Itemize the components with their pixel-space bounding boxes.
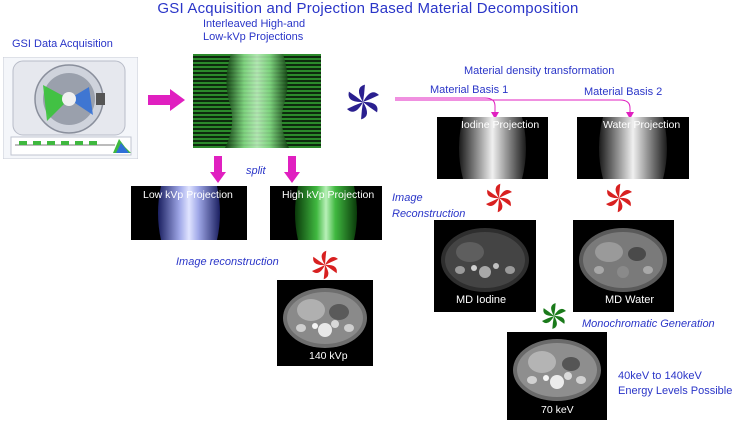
image-reconstruction-label-right: Image Reconstruction — [392, 192, 466, 220]
basis2-label: Material Basis 2 — [584, 86, 663, 98]
low-kvp-label: Low kVp Projection — [143, 189, 233, 201]
iodine-projection-label: Iodine Projection — [461, 119, 540, 131]
scanner-image — [3, 57, 138, 159]
ct-140kvp-image: 140 kVp — [277, 280, 373, 366]
md-iodine-label: MD Iodine — [456, 294, 507, 306]
page-title: GSI Acquisition and Projection Based Mat… — [157, 0, 579, 17]
iodine-projection: Iodine Projection — [437, 117, 548, 179]
water-projection-label: Water Projection — [603, 119, 681, 131]
kev70-label: 70 keV — [541, 404, 574, 416]
water-projection: Water Projection — [577, 117, 689, 179]
high-kvp-label: High kVp Projection — [282, 189, 375, 201]
ct-70kev-image: 70 keV — [507, 332, 607, 420]
pinwheel-icon — [484, 183, 514, 213]
high-kvp-projection: High kVp Projection — [270, 186, 382, 240]
arrow-right-icon — [148, 88, 186, 112]
interleaved-projection — [193, 54, 321, 148]
md-water-label: MD Water — [605, 294, 655, 306]
pinwheel-icon — [310, 250, 340, 280]
md-iodine-image: MD Iodine — [434, 220, 536, 312]
kvp140-label: 140 kVp — [309, 350, 348, 362]
acquisition-label: GSI Data Acquisition — [12, 38, 113, 50]
pinwheel-icon — [540, 302, 568, 330]
md-water-image: MD Water — [573, 220, 674, 312]
energy-range-label: 40keV to 140keV Energy Levels Possible — [618, 370, 733, 397]
image-reconstruction-label: Image reconstruction — [176, 256, 279, 268]
arrow-right-icon — [395, 92, 645, 122]
pinwheel-icon — [345, 84, 381, 120]
low-kvp-projection: Low kVp Projection — [131, 186, 247, 240]
arrow-down-icon — [210, 156, 226, 184]
mono-generation-label: Monochromatic Generation — [582, 318, 715, 330]
md-transform-label: Material density transformation — [464, 65, 615, 77]
basis1-label: Material Basis 1 — [430, 84, 509, 96]
arrow-down-icon — [284, 156, 300, 184]
interleaved-label: Interleaved High-and Low-kVp Projections — [203, 18, 306, 43]
split-label: split — [246, 165, 266, 177]
pinwheel-icon — [604, 183, 634, 213]
